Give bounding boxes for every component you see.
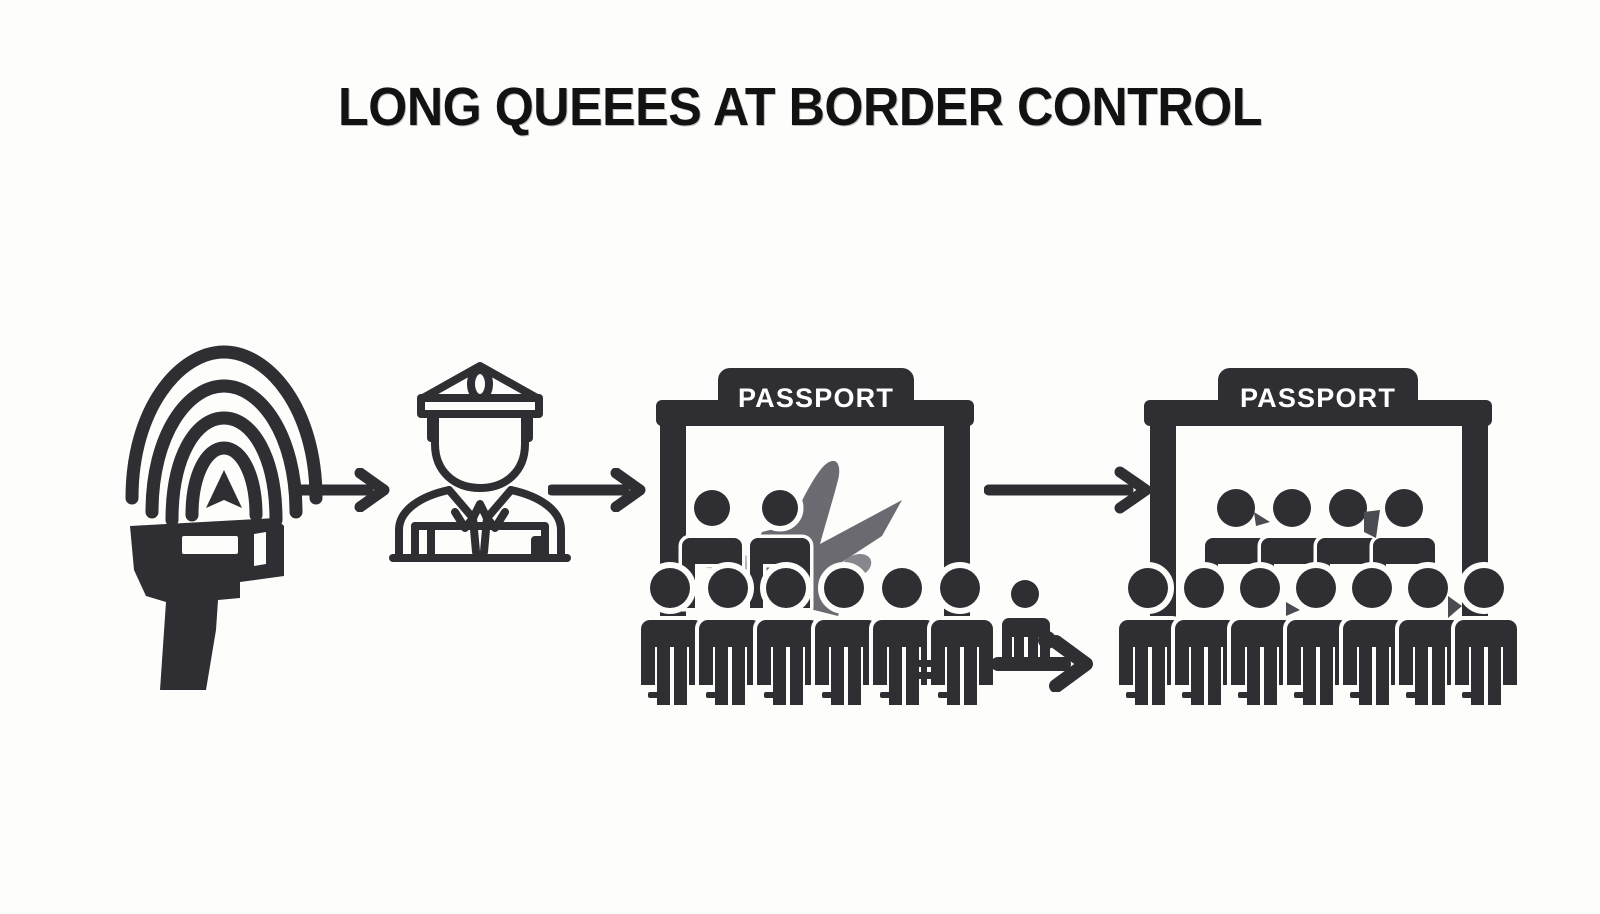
floor-marks [648,692,956,698]
person-pictogram [746,484,814,612]
gate-two-front-row [1118,562,1518,705]
passport-sign-plaque [718,368,914,426]
bag-sliver [1364,510,1380,538]
passport-gate-one: PASSPORT [637,368,997,705]
person-pictogram [1369,483,1439,612]
person-pictogram [637,562,707,705]
person-pictogram [1451,562,1518,705]
fingerprint-thermal-scanner-icon [125,345,323,690]
bag-sliver [1448,596,1462,618]
gate-two-back-row [1201,483,1439,612]
arrow-1-icon [296,468,390,512]
border-officer-icon [389,362,571,562]
gate-one-back-row [678,484,814,612]
person-pictogram [811,562,881,705]
passport-sign-label-one: PASSPORT [738,383,894,413]
gate-one-front-row [637,562,997,705]
passport-sign-label-two: PASSPORT [1240,383,1396,413]
person-pictogram [753,562,823,705]
page-title: LONG QUEEES AT BORDER CONTROL [338,77,1262,137]
person-pictogram [1171,562,1241,705]
arrow-2-icon [548,468,646,512]
person-pictogram [1118,562,1185,705]
person-pictogram [927,562,997,705]
bag-sliver [1286,602,1300,616]
person-pictogram [695,562,765,705]
person-pictogram [869,562,939,705]
bag-sliver [1254,512,1270,526]
passport-gate-two: PASSPORT [1118,368,1518,705]
luggage-icon [910,660,940,679]
arrow-4-icon [992,635,1093,692]
passport-sign-plaque [1218,368,1418,426]
arrow-3-icon [984,466,1152,514]
scanner-gun-shape [130,518,284,690]
floor-marks [1126,692,1480,698]
